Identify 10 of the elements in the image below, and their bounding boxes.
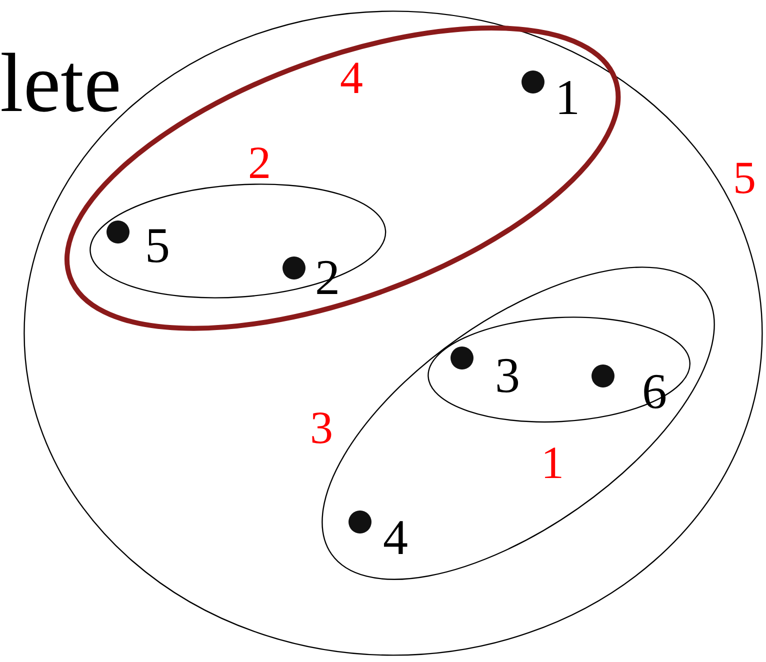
title-fragment: lete [0, 42, 122, 126]
cluster-number: 2 [248, 140, 271, 186]
point-label: 4 [382, 512, 408, 562]
cluster-number: 5 [732, 154, 756, 201]
point-label: 3 [494, 350, 520, 400]
point-label: 5 [144, 220, 170, 270]
cluster-number: 3 [310, 404, 333, 451]
cluster-number: 4 [340, 54, 363, 101]
cluster-number: 1 [540, 440, 564, 486]
point-label: 1 [554, 72, 580, 122]
